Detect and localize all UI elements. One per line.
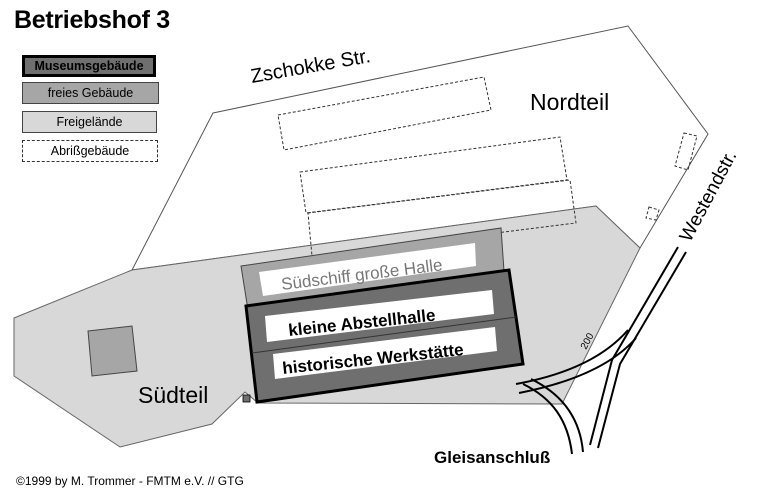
legend-free-building: freies Gebäude	[22, 82, 159, 104]
south-area-label: Südteil	[138, 382, 208, 408]
tiny-structure	[242, 394, 251, 403]
railway-tracks	[515, 246, 687, 455]
museum-divider	[251, 316, 517, 354]
legend-museum-building: Museumsgebäude	[22, 55, 156, 77]
legend-demolition-building: Abrißgebäude	[22, 140, 158, 162]
small-free-building	[87, 325, 138, 377]
zschokke-street-label: Zschokke Str.	[249, 45, 372, 88]
rail-connection-label: Gleisanschluß	[434, 448, 550, 467]
north-area-label: Nordteil	[530, 89, 609, 115]
legend-open-area: Freigelände	[22, 111, 157, 133]
demolition-building-3	[307, 179, 577, 257]
demolition-building-1	[277, 76, 492, 151]
werkstaette-label-box	[273, 327, 497, 379]
abstellhalle-label-box	[265, 290, 494, 342]
demolition-building-5	[645, 206, 660, 221]
suedschiff-label-box	[259, 243, 476, 296]
map-title: Betriebshof 3	[14, 6, 170, 34]
copyright-notice: ©1999 by M. Trommer - FMTM e.V. // GTG	[16, 474, 244, 488]
